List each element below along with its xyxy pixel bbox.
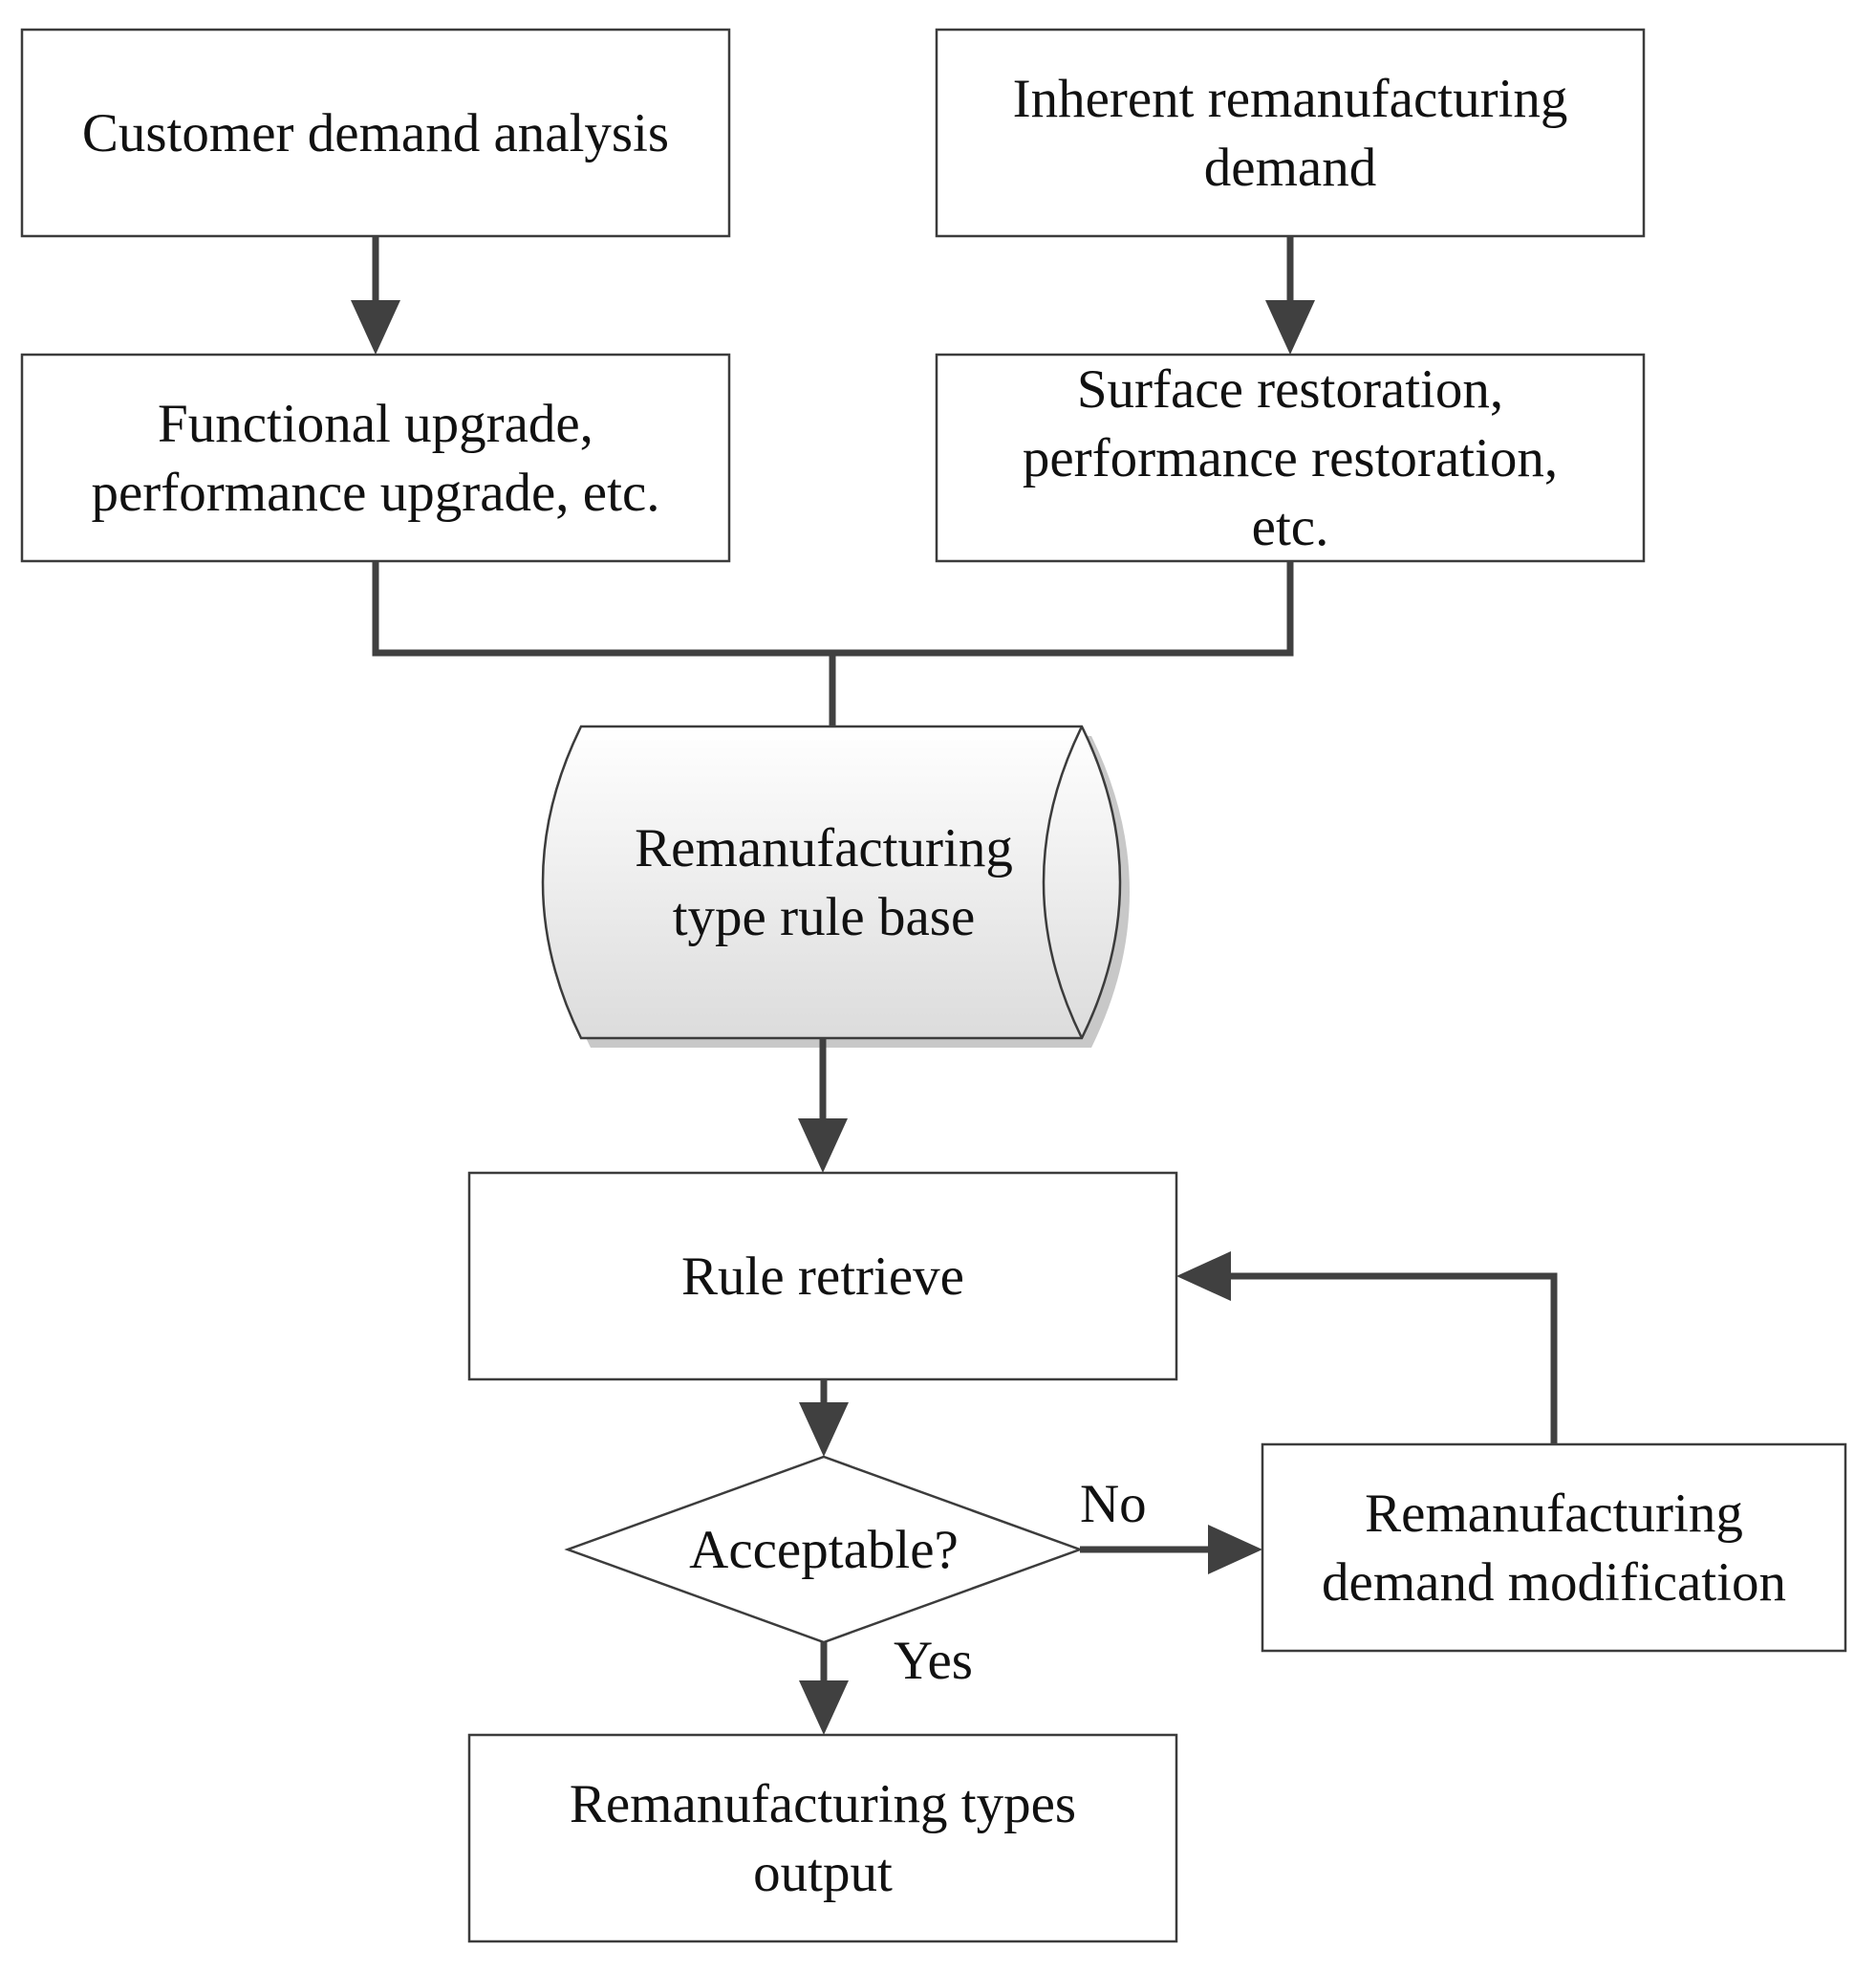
surface-restoration-label-line: etc. xyxy=(1252,497,1329,557)
edge-inherent-to-surface xyxy=(1265,236,1315,355)
node-types-output: Remanufacturing types output xyxy=(467,1733,1178,1943)
surface-restoration-label-line: performance restoration, xyxy=(1023,428,1558,488)
edge-label-yes: Yes xyxy=(894,1631,973,1691)
rule-base-label-line: type rule base xyxy=(673,887,976,947)
node-inherent-remanufacturing-demand: Inherent remanufacturing demand xyxy=(935,28,1646,238)
svg-text:Rule retrieve: Rule retrieve xyxy=(681,1246,964,1307)
edge-rule-base-to-retrieve xyxy=(798,1038,848,1173)
types-output-label-line: Remanufacturing types xyxy=(570,1774,1076,1834)
edge-acceptable-no: No xyxy=(1080,1474,1262,1574)
customer-demand-analysis-label-line: Customer demand analysis xyxy=(82,103,669,163)
rule-base-label-line: Remanufacturing xyxy=(635,818,1013,878)
edge-modification-to-retrieve xyxy=(1176,1251,1558,1444)
functional-upgrade-label-line: performance upgrade, etc. xyxy=(92,463,660,523)
edge-customer-to-functional xyxy=(351,236,400,355)
node-rule-retrieve: Rule retrieve xyxy=(467,1171,1178,1381)
svg-text:Surface restoration,performanc: Surface restoration, performance restorat… xyxy=(1023,359,1558,557)
node-rule-base: Remanufacturing type rule base xyxy=(541,725,1130,1048)
surface-restoration-label-line: Surface restoration, xyxy=(1077,359,1503,420)
demand-modification-label-line: Remanufacturing xyxy=(1365,1484,1743,1544)
edge-merge-to-rule-base xyxy=(372,561,1294,726)
inherent-demand-label-line: Inherent remanufacturing xyxy=(1013,69,1568,129)
node-acceptable-decision: Acceptable? xyxy=(564,1455,1084,1644)
demand-modification-label-line: demand modification xyxy=(1322,1552,1786,1613)
edge-retrieve-to-acceptable xyxy=(799,1379,849,1457)
svg-text:Acceptable?: Acceptable? xyxy=(689,1520,959,1580)
node-demand-modification: Remanufacturing demand modification xyxy=(1261,1442,1847,1653)
svg-text:Functional upgrade,performance: Functional upgrade, performance upgrade, … xyxy=(92,394,660,523)
node-functional-upgrade: Functional upgrade, performance upgrade, … xyxy=(20,353,731,563)
edge-acceptable-yes: Yes xyxy=(799,1631,973,1735)
node-customer-demand-analysis: Customer demand analysis xyxy=(20,28,731,238)
functional-upgrade-label-line: Functional upgrade, xyxy=(158,394,593,454)
inherent-demand-label-line: demand xyxy=(1204,138,1376,198)
acceptable-label-line: Acceptable? xyxy=(689,1520,959,1580)
node-surface-restoration: Surface restoration, performance restorat… xyxy=(935,353,1646,563)
types-output-label-line: output xyxy=(753,1843,893,1903)
svg-text:Customer demand analysis: Customer demand analysis xyxy=(82,103,669,163)
rule-retrieve-label-line: Rule retrieve xyxy=(681,1246,964,1307)
edge-label-no: No xyxy=(1080,1474,1147,1534)
